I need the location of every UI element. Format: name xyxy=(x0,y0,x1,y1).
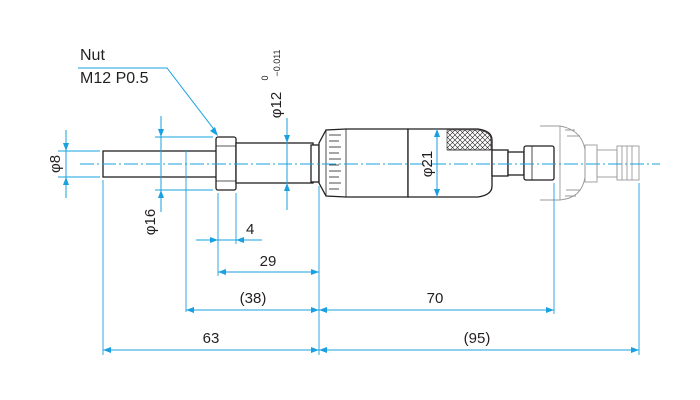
nut-callout-spec: M12 P0.5 xyxy=(80,70,149,87)
part-outline xyxy=(102,125,640,201)
labels: Nut M12 P0.5 φ8 φ16 φ12 0 −0.011 φ21 4 2… xyxy=(47,47,490,347)
thread-sleeve xyxy=(235,142,314,184)
graduated-sleeve xyxy=(318,128,409,198)
graduation-ticks xyxy=(329,134,341,190)
dim-len-63: 63 xyxy=(203,330,220,347)
dim-len-70: 70 xyxy=(427,290,444,307)
step-ring xyxy=(310,144,320,183)
dim-dia-16: φ16 xyxy=(142,209,159,235)
ratchet-knob xyxy=(523,145,555,181)
dim-dia-12: φ12 xyxy=(268,92,285,118)
nut xyxy=(215,136,237,191)
thimble-knurl xyxy=(446,129,492,151)
ratchet-collar xyxy=(507,151,525,176)
extension-lines xyxy=(58,136,640,355)
nut-callout-title: Nut xyxy=(80,47,105,64)
dim-len-95: (95) xyxy=(464,330,491,347)
dim-len-4: 4 xyxy=(246,221,254,238)
dim-dia-12-tol-upper: 0 xyxy=(260,75,270,80)
ratchet-ghost xyxy=(540,125,640,201)
dim-dia-12-tol-lower: −0.011 xyxy=(272,49,282,76)
dimension-lines xyxy=(63,67,639,353)
dim-len-38: (38) xyxy=(240,290,267,307)
ratchet-shaft xyxy=(491,149,509,177)
dim-len-29: 29 xyxy=(260,253,277,270)
dim-dia-8: φ8 xyxy=(47,155,64,173)
dim-dia-21: φ21 xyxy=(419,151,436,177)
